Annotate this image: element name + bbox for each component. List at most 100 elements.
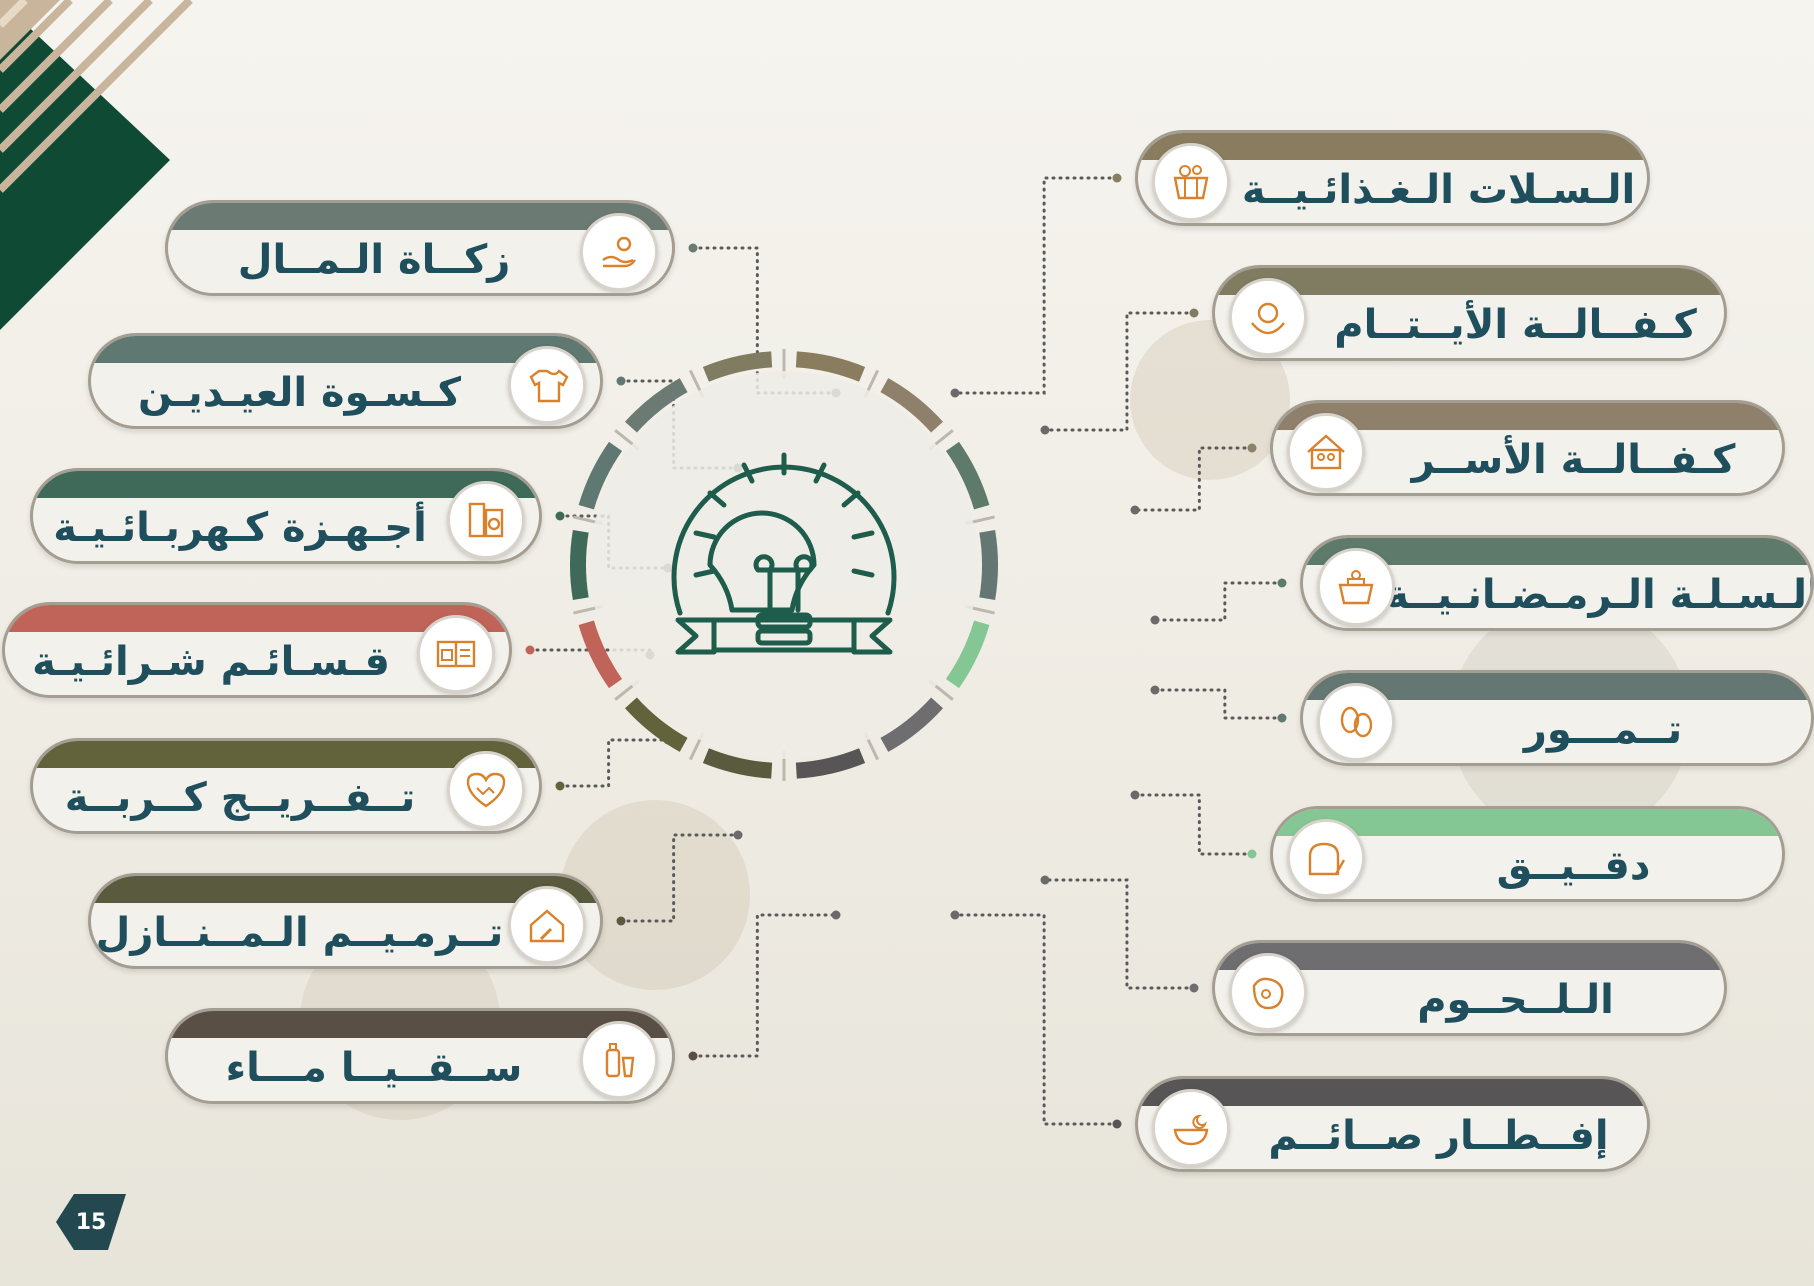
connector-endpoint — [1040, 875, 1050, 885]
page-number-badge: 15 — [56, 1194, 126, 1250]
pill-label: تــرمـيــم الـمــنــازل — [95, 910, 504, 956]
pill-color-band — [168, 1011, 672, 1038]
connector-endpoint — [688, 1051, 698, 1061]
pill-label: قـسـائـم شـرائـيـة — [32, 639, 390, 685]
ring-segment — [578, 620, 623, 689]
pill-label: دقــيــق — [1496, 843, 1651, 889]
connector-endpoint — [831, 910, 841, 920]
food-basket-icon — [1152, 143, 1230, 221]
connector-endpoint — [1247, 849, 1257, 859]
connector-endpoint — [1189, 983, 1199, 993]
connector-line — [953, 913, 1119, 1126]
heart-handshake-icon — [447, 751, 525, 829]
pill-label: الـسـلـة الـرمـضـانـيــة — [1385, 572, 1814, 618]
right-pill-1: الـسـلات الـغـذائـيــة — [1135, 130, 1650, 226]
page-number: 15 — [75, 1209, 107, 1235]
right-pill-7: الـلــحــوم — [1212, 940, 1727, 1036]
pill-label: كـسـوة العيـديـن — [137, 370, 462, 416]
bread-wheat-icon — [1287, 819, 1365, 897]
connector-endpoint — [1277, 713, 1287, 723]
connector-endpoint — [733, 830, 743, 840]
pill-label: تــمـــور — [1523, 707, 1683, 753]
connector-line — [691, 913, 838, 1058]
pill-color-band — [1215, 268, 1724, 295]
orphan-care-icon — [1229, 278, 1307, 356]
connector-endpoint — [1112, 173, 1122, 183]
hub-inner-circle — [590, 371, 978, 759]
ring-segment — [702, 351, 773, 382]
pill-label: ســقــيــا مـــاء — [225, 1045, 523, 1091]
iftar-meal-icon — [1152, 1089, 1230, 1167]
connector-endpoint — [1130, 505, 1140, 515]
ring-segment — [624, 697, 688, 752]
connector-endpoint — [555, 511, 565, 521]
ring-segment — [569, 529, 589, 601]
pill-color-band — [91, 876, 600, 903]
connector-line — [1043, 878, 1196, 990]
connector-line — [1153, 688, 1284, 720]
right-pill-2: كـفــالــة الأيــتــام — [1212, 265, 1727, 361]
pill-color-band — [91, 336, 600, 363]
appliances-icon — [447, 481, 525, 559]
pill-color-band — [1138, 133, 1647, 160]
connector-line — [1153, 581, 1284, 622]
connector-endpoint — [1150, 615, 1160, 625]
pill-color-band — [33, 741, 539, 768]
pill-label: إفــطــار صــائــم — [1268, 1113, 1609, 1159]
connector-endpoint — [616, 916, 626, 926]
connector-endpoint — [950, 388, 960, 398]
right-pill-8: إفــطــار صــائــم — [1135, 1076, 1650, 1172]
pill-color-band — [5, 605, 509, 632]
dates-icon — [1317, 683, 1395, 761]
pill-label: الـسـلات الـغـذائـيــة — [1241, 167, 1636, 213]
ring-segment — [945, 620, 990, 689]
pill-label: زكــاة الـمــال — [237, 237, 511, 283]
ring-segment — [624, 378, 688, 433]
right-pill-5: تــمـــور — [1300, 670, 1814, 766]
pill-label: كـفــالــة الأســر — [1411, 437, 1736, 483]
pill-color-band — [1273, 403, 1782, 430]
lightbulb-ribbon-icon — [671, 452, 897, 655]
pill-color-band — [1138, 1079, 1647, 1106]
connector-line — [558, 738, 670, 788]
connector-line — [1043, 311, 1196, 432]
left-pill-1: زكــاة الـمــال — [165, 200, 675, 296]
connector-endpoint — [950, 910, 960, 920]
pill-label: الـلــحــوم — [1417, 977, 1614, 1023]
left-pill-4: قـسـائـم شـرائـيـة — [2, 602, 512, 698]
connector-line — [953, 176, 1119, 395]
pill-color-band — [1303, 538, 1811, 565]
ring-segment — [795, 351, 866, 382]
pill-label: تــفــريــج كــربــة — [64, 775, 416, 821]
house-repair-icon — [508, 886, 586, 964]
pill-label: أجـهـزة كـهربـائـيـة — [53, 505, 427, 551]
ring-segment — [578, 441, 623, 510]
right-pill-3: كـفــالــة الأســر — [1270, 400, 1785, 496]
meat-icon — [1229, 953, 1307, 1031]
right-pill-6: دقــيــق — [1270, 806, 1785, 902]
connector-line — [1133, 446, 1254, 512]
left-pill-6: تــرمـيــم الـمــنــازل — [88, 873, 603, 969]
ring-segment — [945, 441, 990, 510]
clothes-icon — [508, 346, 586, 424]
connector-endpoint — [1189, 308, 1199, 318]
left-pill-7: ســقــيــا مـــاء — [165, 1008, 675, 1104]
ramadan-basket-icon — [1317, 548, 1395, 626]
ring-segment — [880, 378, 944, 433]
connector-endpoint — [1150, 685, 1160, 695]
ring-segment — [979, 529, 999, 601]
corner-decoration — [0, 0, 193, 330]
left-pill-2: كـسـوة العيـديـن — [88, 333, 603, 429]
connector-endpoint — [1277, 578, 1287, 588]
pill-color-band — [1215, 943, 1724, 970]
water-bottle-icon — [580, 1021, 658, 1099]
pill-label: كـفــالــة الأيــتــام — [1334, 302, 1697, 348]
pill-color-band — [168, 203, 672, 230]
left-pill-3: أجـهـزة كـهربـائـيـة — [30, 468, 542, 564]
connector-endpoint — [1112, 1119, 1122, 1129]
voucher-icon — [417, 615, 495, 693]
pill-color-band — [33, 471, 539, 498]
